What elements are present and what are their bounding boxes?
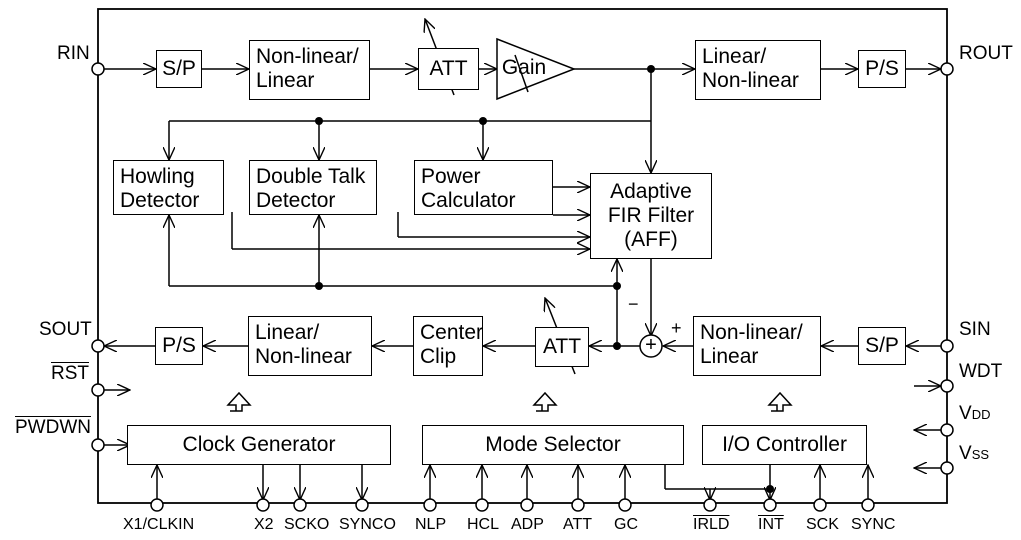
pin-rin xyxy=(91,62,105,76)
pin-label-scko: SCKO xyxy=(284,516,330,533)
pin-label-vdd: VDD xyxy=(959,403,991,424)
pin-label-rst: RST xyxy=(51,363,89,384)
nonlinear-linear-top-block: Non-linear/ Linear xyxy=(249,40,370,100)
pin-vss xyxy=(940,461,954,475)
pin-label-sin: SIN xyxy=(959,319,991,340)
pin-label-int: INT xyxy=(758,516,784,533)
pin-label-hcl: HCL xyxy=(467,516,500,533)
pin-label-rout: ROUT xyxy=(959,43,1013,64)
pin-label-att: ATT xyxy=(563,516,593,533)
ps-sout-block: P/S xyxy=(155,327,203,365)
sp-sin-block: S/P xyxy=(858,327,906,365)
adder-plus: + xyxy=(645,334,657,356)
pin-label-sync: SYNC xyxy=(851,516,896,533)
pin-label-wdt: WDT xyxy=(959,361,1003,382)
gain-label: Gain xyxy=(501,56,547,79)
adaptive-fir-filter-block: Adaptive FIR Filter (AFF) xyxy=(590,173,712,259)
howling-detector-block: Howling Detector xyxy=(113,160,224,215)
pin-label-nlp: NLP xyxy=(415,516,447,533)
adder-circle xyxy=(639,334,663,358)
io-controller-block: I/O Controller xyxy=(702,425,867,465)
att-top-block: ATT xyxy=(418,48,479,90)
linear-nonlinear-bottom-block: Linear/ Non-linear xyxy=(248,316,372,376)
pin-wdt xyxy=(940,379,954,393)
pin-label-sout: SOUT xyxy=(39,319,92,340)
linear-nonlinear-top-block: Linear/ Non-linear xyxy=(695,40,821,100)
pin-label-adp: ADP xyxy=(511,516,544,533)
mode-selector-block: Mode Selector xyxy=(422,425,684,465)
pin-label-synco: SYNCO xyxy=(339,516,396,533)
att-bottom-block: ATT xyxy=(535,327,589,367)
clock-generator-block: Clock Generator xyxy=(127,425,391,465)
double-talk-detector-block: Double Talk Detector xyxy=(249,160,377,215)
gain-triangle xyxy=(496,37,577,101)
pin-rout xyxy=(940,62,954,76)
pin-sout xyxy=(91,339,105,353)
center-clip-block: Center Clip xyxy=(413,316,483,376)
plus-sign: + xyxy=(671,318,682,338)
pin-label-pwdwn: PWDWN xyxy=(15,417,91,438)
pin-label-rin: RIN xyxy=(57,43,90,64)
pin-label-gc: GC xyxy=(614,516,638,533)
pin-label-x1clkin: X1/CLKIN xyxy=(123,516,195,533)
power-calculator-block: Power Calculator xyxy=(414,160,553,215)
nonlinear-linear-bottom-block: Non-linear/ Linear xyxy=(693,316,821,376)
sp-in-block: S/P xyxy=(156,50,202,88)
ps-out-block: P/S xyxy=(858,50,906,88)
pin-label-sck: SCK xyxy=(806,516,839,533)
pin-label-x2: X2 xyxy=(254,516,274,533)
pin-pwdwn xyxy=(91,438,105,452)
minus-sign: − xyxy=(628,294,639,314)
pin-vdd xyxy=(940,423,954,437)
pin-label-vss: VSS xyxy=(959,443,990,464)
pin-sin xyxy=(940,339,954,353)
pin-rst xyxy=(91,383,105,397)
pin-label-irld: IRLD xyxy=(693,516,730,533)
